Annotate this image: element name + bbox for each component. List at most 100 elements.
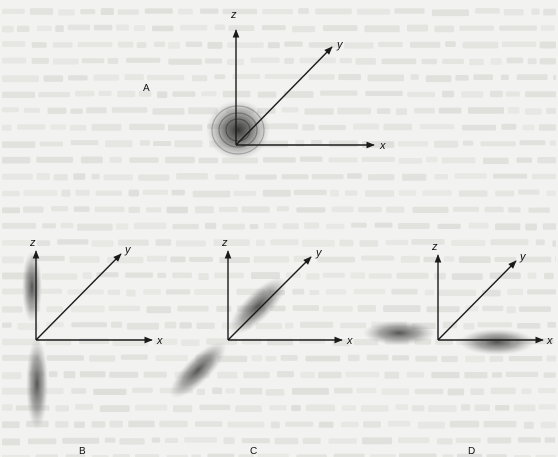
- panel-d: z x y D: [363, 241, 553, 457]
- bleed-text-stroke: [2, 404, 13, 411]
- bleed-text-stroke: [233, 190, 256, 197]
- panel-c-y-axis: [227, 256, 312, 341]
- bleed-text-stroke: [119, 438, 145, 445]
- bleed-text-stroke: [138, 174, 170, 181]
- bleed-text-stroke: [257, 91, 277, 98]
- bleed-text-stroke: [431, 371, 460, 379]
- bleed-text-stroke: [128, 189, 139, 197]
- bleed-text-stroke: [462, 41, 499, 49]
- bleed-text-stroke: [322, 25, 358, 32]
- bleed-text-stroke: [157, 91, 168, 99]
- bleed-text-stroke: [305, 355, 341, 362]
- bleed-text-stroke: [542, 223, 556, 230]
- bleed-text-stroke: [361, 156, 395, 162]
- bleed-text-stroke: [91, 173, 100, 180]
- bleed-text-stroke: [46, 306, 63, 313]
- bleed-text-stroke: [31, 42, 47, 48]
- bleed-text-stroke: [109, 156, 122, 163]
- bleed-text-stroke: [305, 404, 336, 412]
- bleed-text-stroke: [55, 25, 64, 32]
- bleed-text-stroke: [128, 420, 155, 428]
- bleed-text-stroke: [552, 240, 556, 247]
- panel-a-z-label: z: [230, 9, 237, 21]
- bleed-text-stroke: [192, 190, 231, 198]
- bleed-text-stroke: [111, 107, 148, 113]
- bleed-text-stroke: [308, 42, 341, 48]
- bleed-text-stroke: [302, 124, 315, 131]
- bleed-text-stroke: [39, 141, 63, 147]
- bleed-text-stroke: [138, 90, 152, 97]
- bleed-text-stroke: [381, 388, 410, 395]
- panel-c-blob-upper: [229, 277, 287, 335]
- bleed-text-stroke: [426, 156, 438, 163]
- bleed-text-stroke: [153, 338, 178, 345]
- bleed-text-stroke: [180, 24, 208, 31]
- bleed-text-stroke: [2, 240, 34, 246]
- bleed-text-stroke: [89, 355, 116, 362]
- bleed-text-stroke: [331, 206, 354, 213]
- bleed-text-stroke: [394, 8, 425, 14]
- bleed-text-stroke: [235, 405, 262, 412]
- bleed-text-stroke: [553, 74, 556, 81]
- bleed-text-stroke: [222, 223, 245, 230]
- bleed-text-stroke: [451, 273, 483, 280]
- bleed-text-stroke: [438, 107, 462, 114]
- bleed-text-stroke: [302, 239, 335, 247]
- bleed-text-stroke: [328, 438, 357, 444]
- bleed-text-stroke: [184, 437, 217, 443]
- bleed-text-stroke: [528, 207, 550, 213]
- bleed-text-stroke: [469, 58, 484, 66]
- bleed-text-stroke: [109, 371, 139, 378]
- bleed-text-stroke: [520, 256, 552, 263]
- bleed-text-stroke: [438, 289, 477, 296]
- bleed-text-stroke: [125, 272, 154, 278]
- bleed-text-stroke: [144, 8, 173, 14]
- bleed-text-stroke: [74, 421, 85, 428]
- bleed-text-stroke: [93, 388, 127, 395]
- bleed-text-stroke: [103, 174, 133, 181]
- bleed-text-stroke: [46, 355, 84, 361]
- bleed-text-stroke: [105, 140, 133, 148]
- bleed-text-stroke: [473, 74, 493, 80]
- bleed-text-stroke: [153, 141, 172, 146]
- bleed-text-stroke: [414, 107, 435, 114]
- bleed-text-stroke: [357, 305, 376, 312]
- bleed-text-stroke: [194, 421, 223, 427]
- bleed-text-stroke: [58, 9, 75, 16]
- bleed-text-stroke: [93, 24, 113, 31]
- bleed-text-stroke: [280, 355, 298, 361]
- bleed-text-stroke: [238, 454, 254, 457]
- bleed-text-stroke: [425, 75, 452, 83]
- bleed-text-stroke: [249, 224, 259, 230]
- bleed-text-stroke: [129, 123, 165, 131]
- bleed-text-stroke: [360, 405, 389, 412]
- bleed-text-stroke: [75, 90, 95, 97]
- bleed-text-stroke: [291, 405, 301, 412]
- bleed-text-stroke: [501, 41, 537, 47]
- bleed-text-stroke: [351, 222, 367, 228]
- bleed-text-stroke: [181, 339, 200, 346]
- bleed-text-stroke: [296, 207, 326, 213]
- bleed-text-stroke: [407, 24, 429, 32]
- bleed-text-stroke: [540, 25, 555, 31]
- bleed-text-stroke: [118, 239, 149, 246]
- bleed-text-stroke: [135, 454, 160, 457]
- bleed-text-stroke: [435, 339, 453, 345]
- bleed-text-stroke: [341, 405, 356, 411]
- bleed-text-stroke: [449, 420, 480, 428]
- bleed-text-stroke: [402, 173, 427, 181]
- bleed-text-stroke: [423, 256, 438, 263]
- bleed-text-stroke: [168, 124, 203, 131]
- bleed-text-stroke: [68, 75, 88, 81]
- bleed-text-stroke: [503, 9, 524, 16]
- bleed-text-stroke: [437, 438, 453, 445]
- panel-c-x-label: x: [346, 335, 353, 347]
- bleed-text-stroke: [70, 108, 83, 114]
- bleed-text-stroke: [522, 124, 535, 131]
- bleed-text-stroke: [457, 453, 483, 457]
- bleed-text-stroke: [217, 371, 238, 379]
- bleed-text-stroke: [207, 41, 223, 49]
- bleed-text-stroke: [368, 174, 395, 181]
- bleed-text-stroke: [513, 404, 536, 412]
- bleed-text-stroke: [459, 25, 494, 31]
